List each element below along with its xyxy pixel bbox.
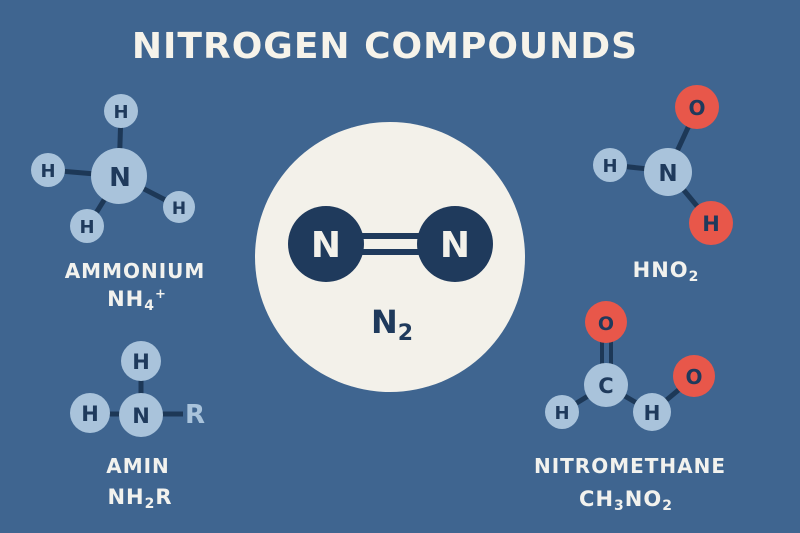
atom-h [70,393,110,433]
atom-h [70,209,104,243]
formula-subscript: 2 [662,498,673,514]
formula-main: NO [624,487,663,511]
formula-main: CH [579,487,615,511]
formula-subscript: 2 [397,321,414,346]
ammonium-molecule: H H N H H [31,94,195,243]
atom-h [121,341,161,381]
formula-subscript: 2 [688,269,700,285]
atom-label: O [688,96,705,120]
atom-h [545,395,579,429]
atom-label: N [109,163,131,193]
formula-main: HNO [632,258,689,282]
atom-label: H [554,403,569,424]
formula-subscript: 3 [614,498,625,514]
atom-o [585,301,627,343]
amin-name: AMIN [106,454,170,478]
atom-c [584,363,628,407]
atom-label: H [79,217,94,238]
atom-label: H [81,402,99,426]
atom-label: H [172,199,186,219]
formula-tail: R [155,485,173,509]
atom-h [31,153,65,187]
atom-n [417,206,493,282]
atom-h [633,393,671,431]
hno2-formula: HNO2 [633,258,700,285]
atom-h [163,191,195,223]
nitromethane-formula: CH3NO2 [579,487,673,514]
amin-formula: NH2R [107,485,172,512]
atom-n [91,148,147,204]
bond-line [355,249,425,255]
formula-main: NH [107,287,145,311]
n2-formula: N2 [371,303,413,346]
formula-main: NH [107,485,145,509]
atom-label: N [132,404,150,428]
bond-line [355,233,425,239]
atom-label: N [311,225,341,266]
atom-h-red [689,201,733,245]
center-circle [255,122,525,392]
atom-label: H [602,156,617,177]
atom-h [593,148,627,182]
nitromethane-name: NITROMETHANE [533,454,727,478]
atom-label: H [644,401,661,425]
ammonium-formula: NH4+ [107,287,167,314]
formula-main: N [370,303,398,341]
atom-label: C [598,374,613,398]
formula-subscript: 4 [144,298,155,314]
atom-n [288,206,364,282]
page-title: NITROGEN COMPOUNDS [131,26,639,67]
atom-label: H [40,161,55,182]
hno2-molecule: O H N H [593,85,733,245]
atom-n [119,393,163,437]
ammonium-name: AMMONIUM [64,259,206,283]
atom-label: H [702,212,720,236]
amin-molecule: H H N R [70,341,205,437]
r-group-label: R [185,400,205,430]
atom-o [673,355,715,397]
atom-n [644,148,692,196]
formula-subscript: 2 [144,496,156,512]
atom-label: N [440,225,470,266]
atom-label: O [598,313,614,335]
nitromethane-molecule: O C H H O [545,301,715,431]
atom-o [675,85,719,129]
atom-label: N [658,161,677,187]
atom-label: H [113,102,128,123]
atom-label: H [132,350,150,374]
atom-h [104,94,138,128]
atom-label: O [685,365,702,389]
nitrogen-molecule: N N [255,122,525,392]
formula-superscript: + [155,287,167,302]
